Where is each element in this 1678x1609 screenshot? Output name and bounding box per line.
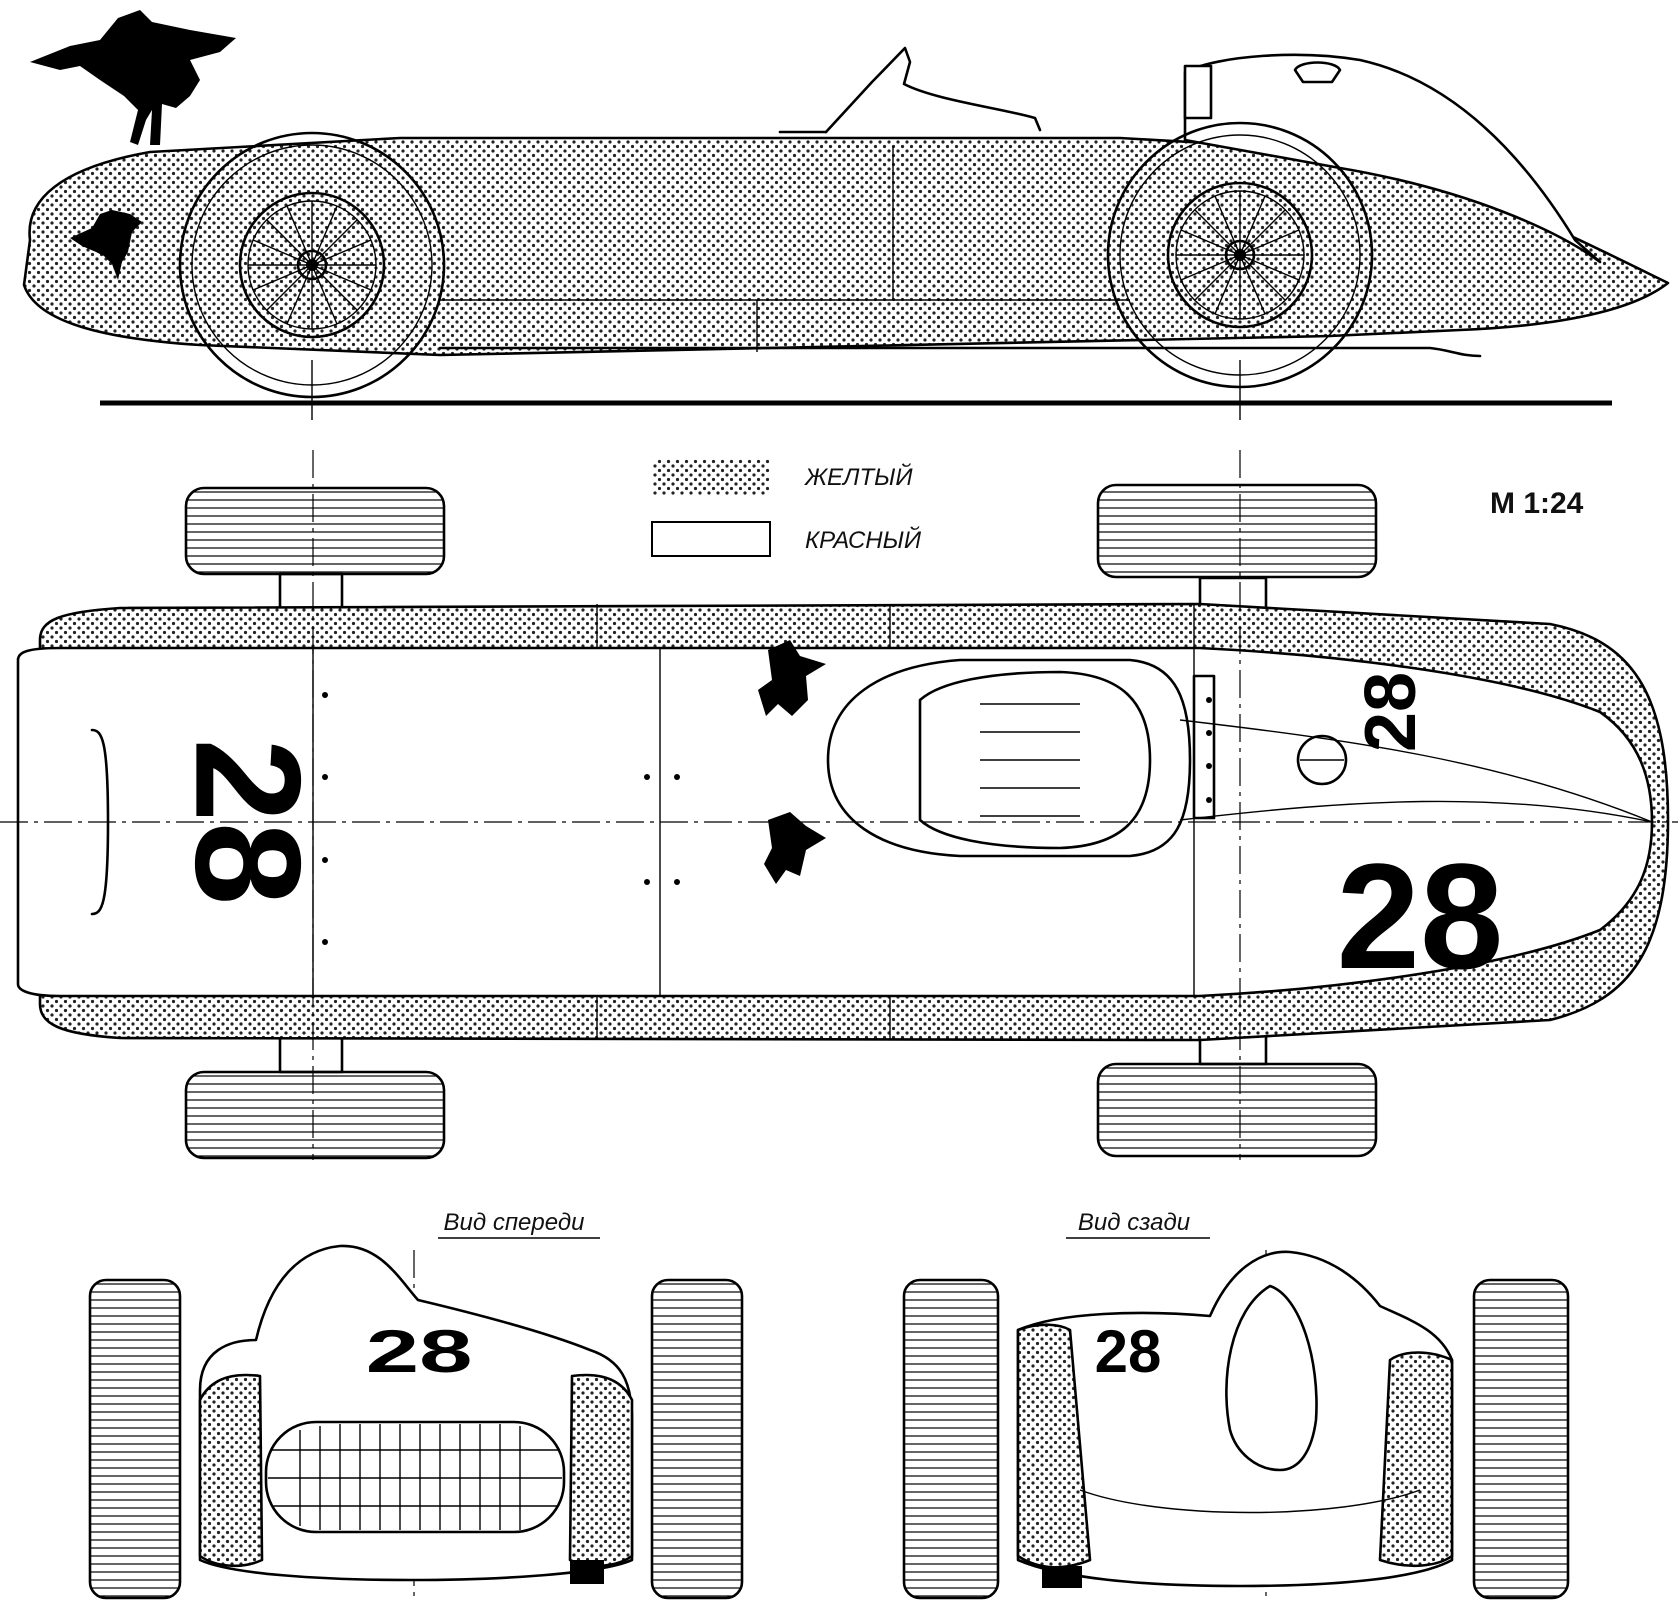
top-front-left-wheel — [184, 486, 446, 576]
top-rear-right-wheel — [1096, 1062, 1378, 1158]
top-rear-left-wheel — [1096, 483, 1378, 579]
side-front-wheel — [178, 131, 446, 399]
side-view — [22, 10, 1670, 420]
top-pegasus-decal-upper — [758, 640, 826, 716]
svg-text:28: 28 — [164, 739, 332, 906]
tail-number-small-rotated: 28 — [1351, 672, 1431, 752]
legend-yellow-swatch — [652, 459, 770, 495]
side-pegasus-decal — [70, 210, 142, 280]
rear-view-right-tire — [1472, 1278, 1570, 1600]
fuel-cap — [1296, 734, 1348, 786]
side-windscreen — [824, 46, 1042, 134]
front-view-left-tire — [88, 1278, 182, 1600]
rear-view-number: 28 — [1095, 1318, 1162, 1385]
scale-label: M 1:24 — [1490, 487, 1584, 520]
legend-red-label: КРАСНЫЙ — [805, 526, 922, 554]
front-view-right-tire — [650, 1278, 744, 1600]
svg-text:28: 28 — [1351, 672, 1431, 752]
top-pegasus-decal-lower — [764, 812, 826, 884]
side-body-yellow — [22, 136, 1670, 357]
rear-view-title: Вид сзади — [1078, 1209, 1190, 1236]
front-view-number: 28 — [366, 1318, 473, 1385]
rear-view: Вид сзади 28 — [902, 1209, 1570, 1600]
legend-yellow-label: ЖЕЛТЫЙ — [804, 463, 913, 491]
top-view: 28 28 28 — [0, 450, 1678, 1160]
rear-view-left-tire — [902, 1278, 1000, 1600]
front-view-body — [198, 1244, 634, 1582]
nose-number-rotated: 28 — [164, 739, 332, 906]
front-view: Вид спереди 28 — [88, 1209, 744, 1600]
pegasus-logo — [30, 10, 236, 145]
color-legend: ЖЕЛТЫЙ КРАСНЫЙ — [651, 459, 922, 557]
side-headrest — [1183, 53, 1602, 264]
front-grille — [264, 1420, 566, 1534]
top-cockpit — [826, 658, 1192, 858]
legend-red-swatch — [651, 521, 771, 557]
front-view-title: Вид спереди — [444, 1209, 585, 1236]
top-front-right-wheel — [184, 1070, 446, 1160]
tail-number-large: 28 — [1337, 832, 1504, 1000]
